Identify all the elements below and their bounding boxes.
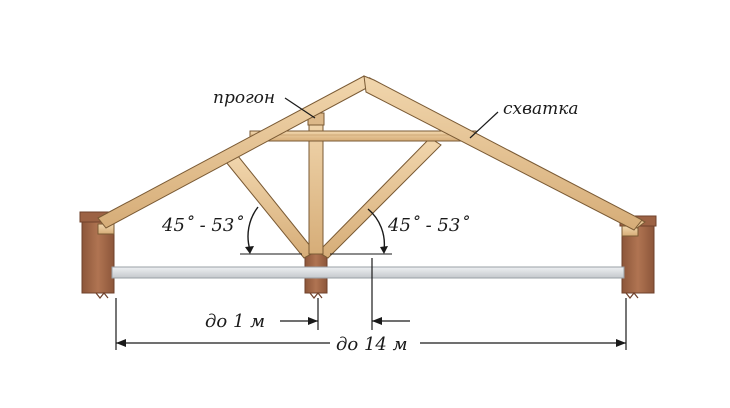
right-angle-label: 45˚ - 53˚ bbox=[387, 214, 469, 236]
left-angle-label: 45˚ - 53˚ bbox=[161, 214, 243, 236]
right-angle-marker bbox=[330, 208, 392, 255]
left-strut bbox=[225, 155, 316, 259]
span-total-label: до 14 м bbox=[336, 334, 408, 355]
collar-tie-label: схватка bbox=[503, 99, 579, 119]
collar-tie-leader bbox=[469, 111, 499, 139]
left-angle-marker bbox=[240, 206, 302, 255]
floor-beam bbox=[111, 266, 625, 279]
dimension-total bbox=[115, 298, 627, 350]
right-strut bbox=[317, 137, 442, 259]
span-small-label: до 1 м bbox=[205, 311, 265, 332]
dimension-small bbox=[280, 258, 410, 330]
purlin-leader bbox=[284, 97, 316, 119]
right-rafter bbox=[363, 75, 643, 231]
purlin-label: прогон bbox=[213, 88, 275, 108]
